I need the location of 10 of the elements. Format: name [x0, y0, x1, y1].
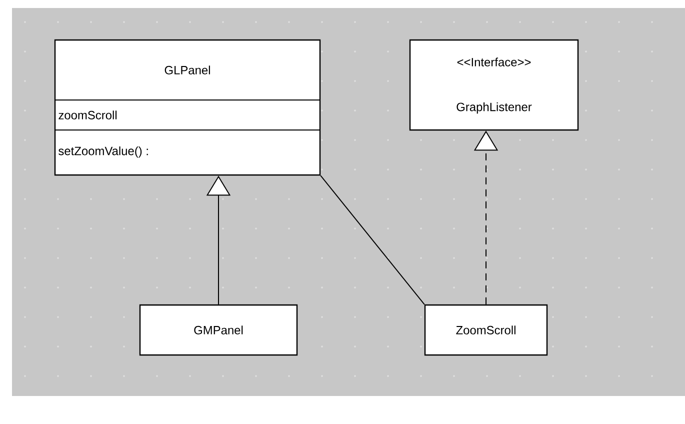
method-text: setZoomValue() :	[58, 146, 148, 158]
class-box: ZoomScroll	[424, 304, 548, 356]
class-name: GLPanel	[164, 66, 210, 74]
attribute-text: zoomScroll	[58, 110, 117, 120]
association-line	[320, 175, 425, 305]
class-name: GraphListener	[456, 102, 532, 114]
class-box: GMPanel	[139, 304, 298, 356]
stereotype-text: <<Interface>>	[457, 58, 531, 66]
interface-box	[409, 39, 579, 131]
class-box	[54, 39, 321, 176]
